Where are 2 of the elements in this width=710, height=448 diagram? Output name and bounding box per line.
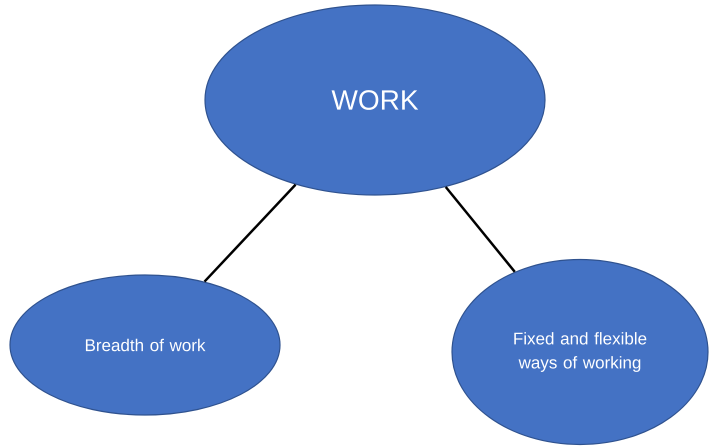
connector-line	[444, 186, 516, 273]
connector-line	[204, 184, 296, 282]
